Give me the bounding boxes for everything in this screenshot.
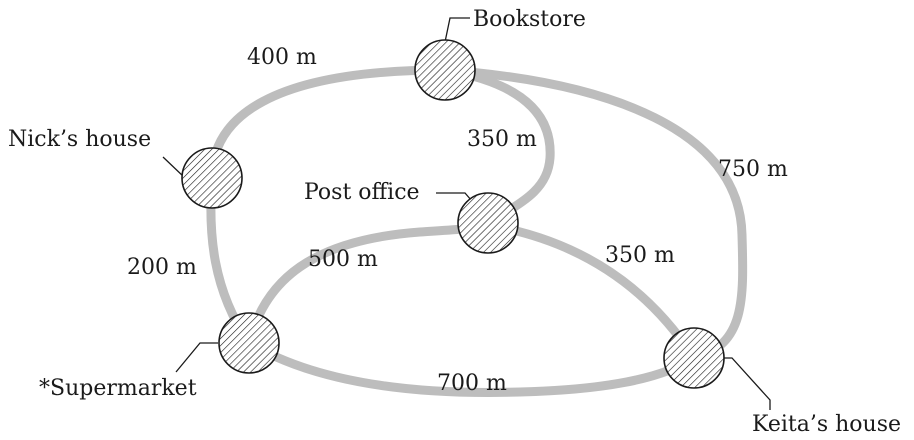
- road-supermarket-keita: [244, 338, 699, 397]
- post-office-marker: [457, 192, 519, 254]
- bookstore-label: Bookstore: [473, 7, 586, 32]
- supermarket-leader: [175, 342, 218, 373]
- supermarket-label: *Supermarket: [39, 376, 197, 401]
- distance-postoffice-keita: 350 m: [605, 243, 675, 268]
- road-nick-bookstore: [207, 65, 450, 183]
- road-bookstore-postoffice: [440, 65, 555, 227]
- nicks-house-marker: [181, 147, 243, 209]
- distance-supermarket-postoffice: 500 m: [308, 247, 378, 272]
- bookstore-marker: [414, 39, 476, 101]
- road-supermarket-postoffice: [244, 220, 493, 348]
- distance-bookstore-postoffice: 350 m: [467, 127, 537, 152]
- nicks-house-label: Nick’s house: [8, 127, 151, 152]
- supermarket-marker: [218, 312, 280, 374]
- post-office-label: Post office: [304, 180, 420, 205]
- distance-nick-bookstore: 400 m: [247, 45, 317, 70]
- distance-nick-supermarket: 200 m: [127, 255, 197, 280]
- keitas-house-label: Keita’s house: [752, 412, 901, 437]
- distance-bookstore-keita: 750 m: [718, 157, 788, 182]
- keitas-house-marker: [663, 327, 725, 389]
- distance-supermarket-keita: 700 m: [437, 371, 507, 396]
- bookstore-leader: [444, 17, 470, 43]
- road-bookstore-keita: [440, 65, 748, 363]
